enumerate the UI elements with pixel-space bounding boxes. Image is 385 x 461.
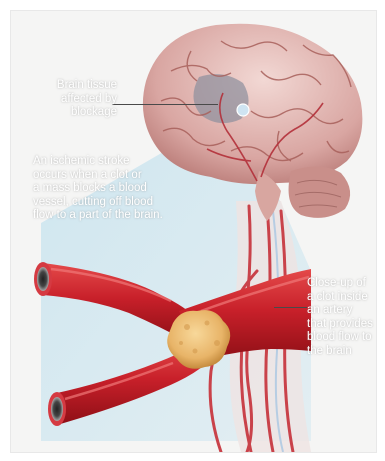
anatomy-illustration [11, 11, 376, 452]
clot-leader-line [274, 307, 307, 308]
clot-location-marker [237, 104, 249, 116]
illustration-panel: Brain tissue affected by blockage An isc… [10, 10, 377, 453]
brain-tissue-label: Brain tissue affected by blockage [27, 79, 117, 120]
brain-tissue-leader-line [112, 104, 218, 105]
clot-closeup-label: Close-up of a clot inside an artery that… [307, 277, 377, 358]
ischemic-stroke-description: An ischemic stroke occurs when a clot or… [33, 155, 203, 223]
